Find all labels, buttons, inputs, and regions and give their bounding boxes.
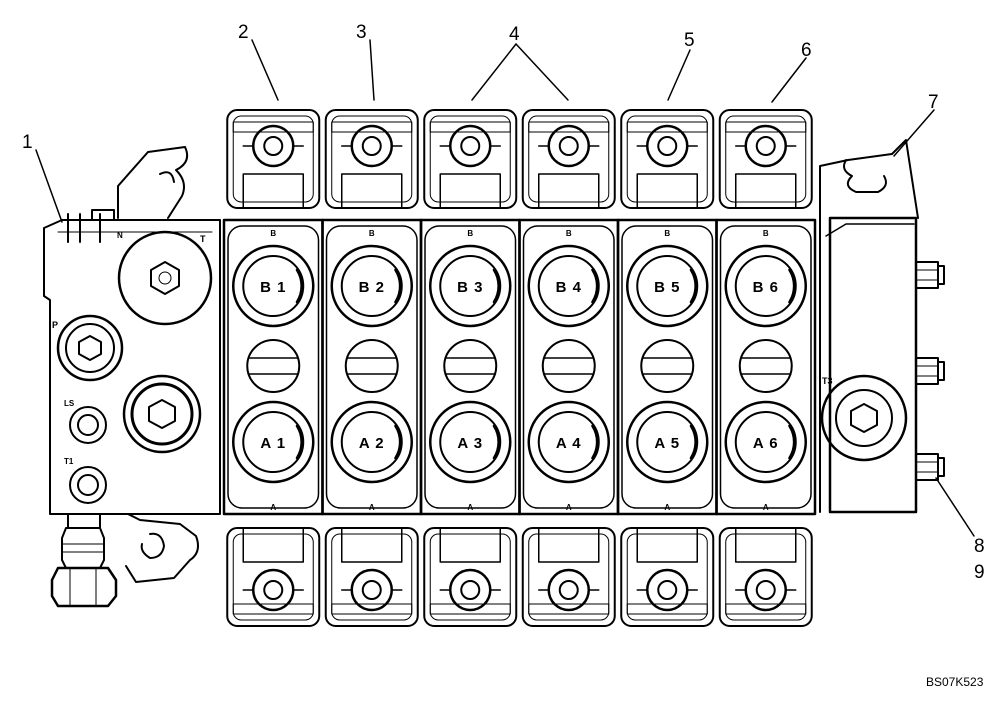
section-mark-top: B (763, 229, 769, 238)
callout-8: 8 (974, 536, 985, 557)
port-label-lower: A 1 (260, 435, 286, 452)
section-mark-bottom: A (566, 503, 572, 512)
tie-rod-nut (915, 261, 945, 289)
inlet-label-n: N (117, 231, 123, 240)
valve-section: B 1 A 1 B A (222, 109, 324, 627)
inlet-label-t1: T1 (64, 457, 74, 466)
port-labels: P LS T1 T N T3 BS07K523 (52, 231, 984, 689)
tie-rod-nut (915, 453, 945, 481)
port-label-upper: B 2 (359, 279, 385, 296)
tie-rod-nut (915, 357, 945, 385)
valve-section: B 2 A 2 B A (321, 109, 423, 627)
callout-7: 7 (928, 92, 939, 113)
callout-4: 4 (509, 24, 520, 45)
port-label-upper: B 3 (457, 279, 483, 296)
callout-1: 1 (22, 132, 33, 153)
inlet-label-t: T (200, 234, 206, 244)
port-label-upper: B 1 (260, 279, 286, 296)
inlet-section (43, 146, 221, 608)
section-mark-bottom: A (763, 503, 769, 512)
section-mark-bottom: A (369, 503, 375, 512)
port-label-upper: B 5 (654, 279, 680, 296)
section-mark-top: B (270, 229, 276, 238)
port-label-lower: A 3 (457, 435, 483, 452)
section-mark-bottom: A (270, 503, 276, 512)
section-mark-bottom: A (467, 503, 473, 512)
section-mark-top: B (369, 229, 375, 238)
port-label-lower: A 5 (654, 435, 680, 452)
working-sections: B 1 A 1 B A B 2 A 2 B A B 3 A 3 B A B 4 A 4 B A B 5 A 5 B A… (222, 109, 817, 627)
callout-9: 9 (974, 562, 985, 583)
valve-section: B 5 A 5 B A (616, 109, 718, 627)
outlet-label-t3: T3 (822, 376, 833, 386)
port-label-lower: A 2 (359, 435, 385, 452)
callout-3: 3 (356, 22, 367, 43)
leader-lines (35, 39, 975, 537)
port-label-upper: B 4 (556, 279, 582, 296)
valve-section: B 4 A 4 B A (518, 109, 620, 627)
callout-labels: 1 2 3 4 5 6 7 8 9 (22, 22, 985, 583)
callout-6: 6 (801, 40, 812, 61)
inlet-label-p: P (52, 320, 58, 330)
callout-2: 2 (238, 22, 249, 43)
section-mark-top: B (566, 229, 572, 238)
valve-section: B 3 A 3 B A (419, 109, 521, 627)
port-label-upper: B 6 (753, 279, 779, 296)
valve-section: B 6 A 6 B A (715, 109, 817, 627)
section-mark-bottom: A (664, 503, 670, 512)
reference-code: BS07K523 (926, 675, 984, 689)
section-mark-top: B (467, 229, 473, 238)
outlet-section (819, 139, 945, 514)
section-mark-top: B (664, 229, 670, 238)
inlet-label-ls: LS (64, 399, 75, 408)
callout-5: 5 (684, 30, 695, 51)
port-label-lower: A 6 (753, 435, 779, 452)
port-label-lower: A 4 (556, 435, 582, 452)
